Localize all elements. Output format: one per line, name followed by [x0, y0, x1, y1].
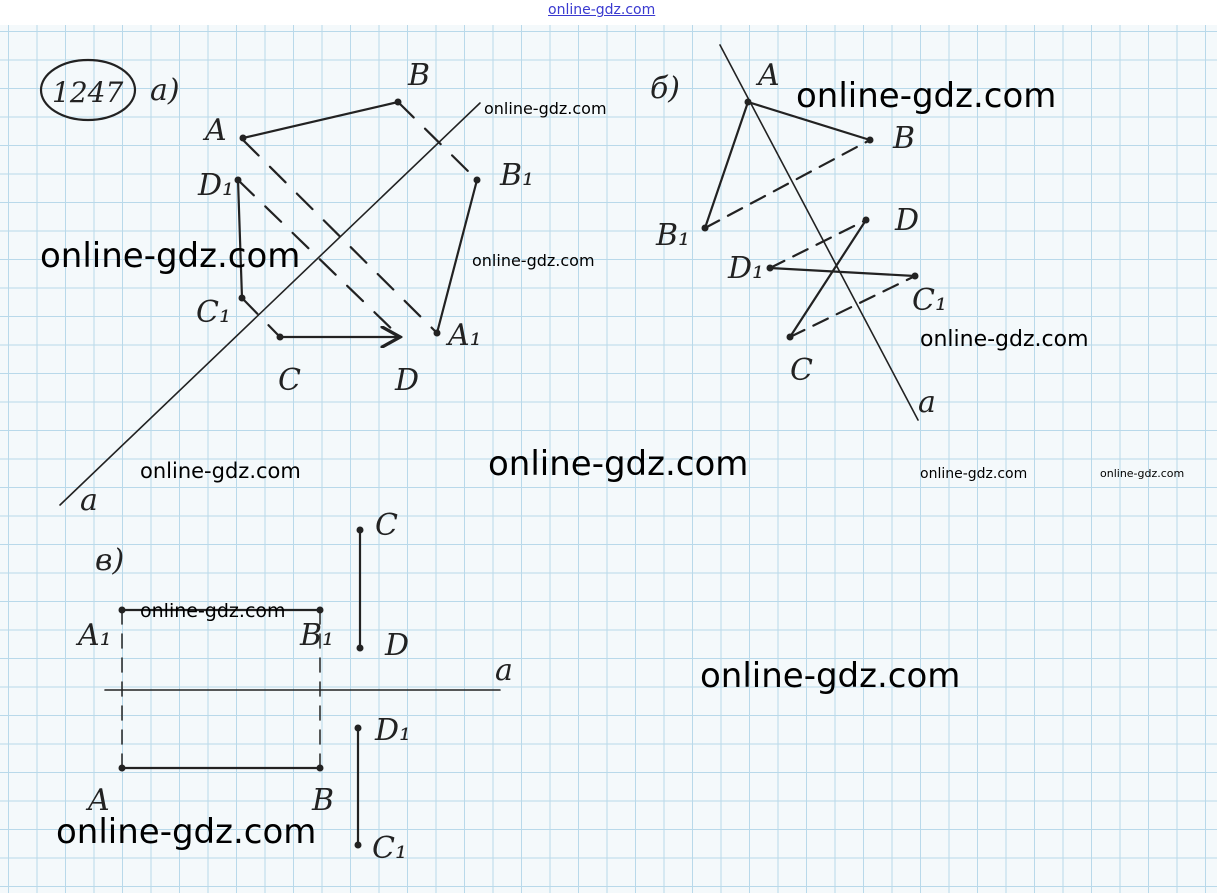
watermark: online-gdz.com: [472, 251, 595, 270]
point-c: C: [375, 508, 398, 543]
segment-b1a1: [435, 178, 479, 335]
point-b1: B₁: [655, 218, 690, 253]
segment-d1c1: [236, 178, 244, 300]
problem-number: 1247: [52, 76, 123, 109]
point-a1: A₁: [75, 618, 112, 653]
point-c: C: [278, 363, 301, 398]
point-d: D: [394, 363, 419, 398]
line-label-a: a: [495, 653, 513, 688]
point-b1: B₁: [299, 618, 334, 653]
point-a: A: [85, 783, 110, 818]
watermark: online-gdz.com: [920, 466, 1028, 482]
watermark: online-gdz.com: [796, 76, 1057, 116]
point-b: B: [311, 783, 334, 818]
header-bar: [0, 0, 1217, 25]
point-c1: C₁: [196, 295, 231, 330]
watermark: online-gdz.com: [56, 812, 317, 852]
watermark: online-gdz.com: [700, 656, 961, 696]
point-c: C: [790, 353, 813, 388]
line-a-part-a: [59, 102, 481, 506]
line-label-a: a: [80, 483, 98, 518]
watermark: online-gdz.com: [1100, 467, 1185, 480]
problem-number-circle: [39, 58, 137, 122]
watermark: online-gdz.com: [140, 600, 286, 622]
point-d: D: [384, 628, 409, 663]
graph-paper-background: [0, 25, 1217, 893]
point-d1: D₁: [727, 251, 764, 286]
watermark: online-gdz.com: [140, 459, 301, 483]
point-c1: C₁: [372, 831, 407, 866]
point-d1: D₁: [374, 713, 411, 748]
line-a-part-b: [719, 44, 919, 421]
point-d: D: [894, 203, 919, 238]
point-b: B: [892, 121, 915, 156]
part-v-label: в): [95, 543, 124, 578]
point-a1: A₁: [445, 318, 482, 353]
watermark: online-gdz.com: [488, 444, 749, 484]
watermark: online-gdz.com: [40, 236, 301, 276]
line-label-a: a: [918, 385, 936, 420]
watermark: online-gdz.com: [484, 99, 607, 118]
part-b-label: б): [650, 71, 680, 106]
point-d1: D₁: [197, 168, 234, 203]
point-a: A: [755, 58, 780, 93]
part-a-label: а): [150, 73, 180, 108]
point-b: B: [407, 58, 430, 93]
segment-ab: [241, 100, 400, 140]
point-b1: B₁: [499, 158, 534, 193]
point-c1: C₁: [912, 283, 947, 318]
point-a: A: [202, 113, 227, 148]
header-watermark: online-gdz.com: [548, 2, 656, 18]
watermark: online-gdz.com: [920, 327, 1089, 352]
